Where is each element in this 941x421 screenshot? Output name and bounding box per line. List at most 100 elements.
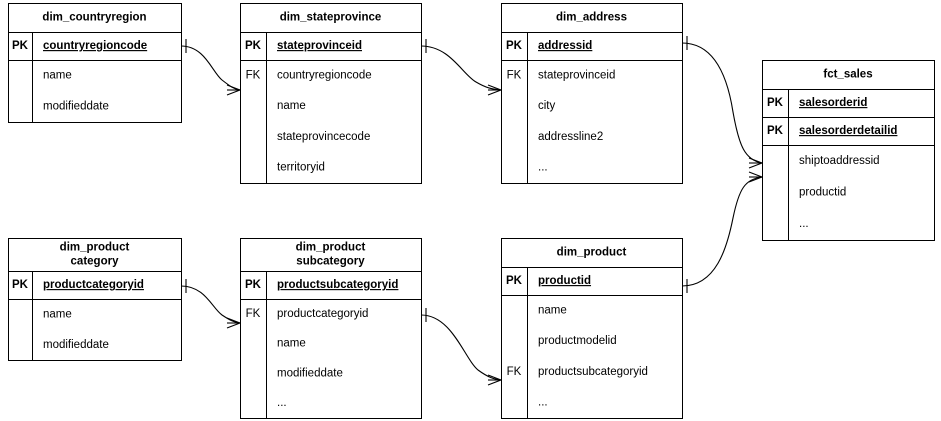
entity-row[interactable]: PK addressid — [501, 40, 683, 61]
column-name: stateprovincecode — [277, 131, 370, 143]
entity-title-line: dim_product — [557, 247, 627, 259]
column-name: shiptoaddressid — [799, 155, 880, 167]
entity-row[interactable]: PK stateprovinceid — [240, 40, 422, 61]
entity-box — [240, 238, 422, 419]
primary-key-badge: PK — [245, 40, 262, 52]
entity-row[interactable]: addressline2 — [538, 131, 603, 143]
entity-row[interactable]: name — [277, 100, 306, 112]
column-name: ... — [277, 397, 287, 409]
entity-row[interactable]: ... — [538, 397, 548, 409]
relationship-line — [681, 42, 763, 164]
column-name: name — [538, 304, 567, 316]
primary-key-badge: PK — [506, 40, 523, 52]
entity-row[interactable]: modifieddate — [43, 101, 109, 113]
entity-title: dim_stateprovince — [280, 12, 382, 24]
column-name: addressid — [538, 40, 592, 52]
column-name: stateprovinceid — [277, 40, 362, 52]
many-cardinality-crowfoot-icon — [487, 374, 502, 386]
column-name: productcategoryid — [43, 279, 144, 291]
entity-row[interactable]: ... — [538, 162, 548, 174]
entity-row[interactable]: name — [43, 70, 72, 82]
entity-title-line: dim_stateprovince — [280, 12, 382, 24]
primary-key-badge: PK — [767, 97, 784, 109]
entity-row[interactable]: name — [538, 304, 567, 316]
primary-key-badge: PK — [12, 279, 29, 291]
entity-title: dim_address — [556, 12, 627, 24]
relationship-line — [681, 176, 763, 287]
primary-key-badge: PK — [12, 40, 29, 52]
column-name: stateprovinceid — [538, 69, 615, 81]
column-name: countryregioncode — [277, 69, 372, 81]
entity-title: dim_product — [557, 247, 627, 259]
column-name: modifieddate — [43, 101, 109, 113]
column-name: productmodelid — [538, 335, 617, 347]
relationship-product-to-fctsales[interactable] — [681, 171, 763, 293]
entity-row[interactable]: ... — [277, 397, 287, 409]
column-name: salesorderid — [799, 97, 867, 109]
foreign-key-badge: FK — [246, 308, 261, 320]
foreign-key-badge: FK — [507, 366, 522, 378]
many-cardinality-crowfoot-icon — [487, 84, 502, 96]
relationship-address-to-fctsales[interactable] — [681, 36, 763, 169]
many-cardinality-crowfoot-icon — [748, 157, 763, 169]
entity-row[interactable]: PK salesorderid — [762, 97, 935, 118]
column-name: productid — [799, 187, 846, 199]
column-name: territoryid — [277, 162, 325, 174]
column-name: ... — [538, 397, 548, 409]
column-name: name — [277, 100, 306, 112]
entity-title: dim_productcategory — [60, 242, 130, 268]
entity-row[interactable]: ... — [799, 218, 809, 230]
entity-row[interactable]: name — [277, 338, 306, 350]
column-name: ... — [799, 218, 809, 230]
entity-row[interactable]: city — [538, 100, 556, 112]
entity-row[interactable]: shiptoaddressid — [799, 155, 880, 167]
entity-row[interactable]: PK countryregioncode — [8, 40, 182, 61]
column-name: name — [43, 70, 72, 82]
relationship-line — [180, 285, 241, 324]
entity-title-line: dim_countryregion — [42, 12, 146, 24]
primary-key-badge: PK — [245, 279, 262, 291]
entity-box — [240, 3, 422, 184]
entity-row[interactable]: PK productcategoryid — [8, 279, 182, 300]
column-name: productsubcategoryid — [538, 366, 648, 378]
relationship-countryregion-to-stateprovince[interactable] — [180, 39, 241, 96]
column-name: countryregioncode — [43, 40, 147, 52]
entity-row[interactable]: FK productsubcategoryid — [507, 366, 648, 378]
entity-title-line: subcategory — [296, 256, 365, 268]
entity-row[interactable]: modifieddate — [277, 367, 343, 379]
entity-row[interactable]: name — [43, 308, 72, 320]
entity-box — [501, 3, 683, 184]
entity-title-line: dim_address — [556, 12, 627, 24]
many-cardinality-crowfoot-icon — [226, 317, 241, 329]
column-name: modifieddate — [277, 367, 343, 379]
relationship-subcategory-to-product[interactable] — [420, 308, 502, 386]
primary-key-badge: PK — [506, 275, 523, 287]
entity-row[interactable]: modifieddate — [43, 339, 109, 351]
relationship-line — [420, 45, 502, 91]
entity-title: dim_productsubcategory — [296, 242, 366, 268]
entity-row[interactable]: productmodelid — [538, 335, 617, 347]
entity-row[interactable]: stateprovincecode — [277, 131, 370, 143]
entity-row[interactable]: territoryid — [277, 162, 325, 174]
relationship-productcategory-to-subcategory[interactable] — [180, 279, 241, 329]
relationship-line — [420, 314, 502, 381]
relationship-stateprovince-to-address[interactable] — [420, 39, 502, 96]
entity-row[interactable]: productid — [799, 187, 846, 199]
entity-title: dim_countryregion — [42, 12, 146, 24]
